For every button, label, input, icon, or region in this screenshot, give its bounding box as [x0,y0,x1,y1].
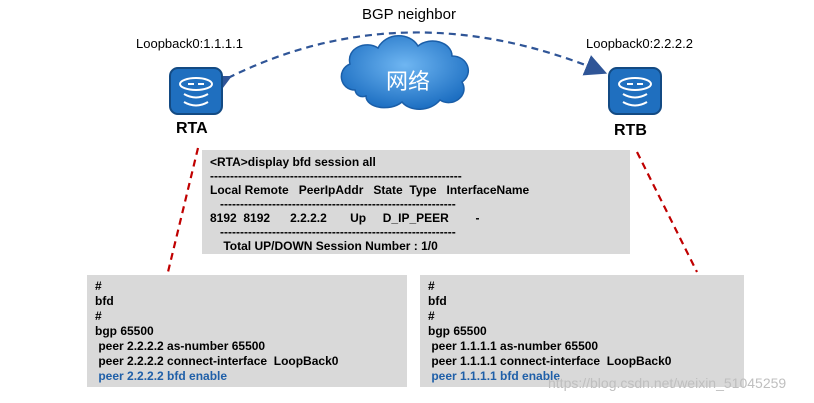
config-line: bgp 65500 [428,324,487,338]
config-line: peer 2.2.2.2 connect-interface LoopBack0 [95,354,339,368]
rtb-loopback-label: Loopback0:2.2.2.2 [586,36,693,51]
config-line: # [428,279,435,293]
display-total: Total UP/DOWN Session Number : 1/0 [210,239,438,253]
config-bfd-enable-line: peer 2.2.2.2 bfd enable [95,369,228,383]
display-rule-1: ----------------------------------------… [210,169,462,183]
display-rule-3: ----------------------------------------… [210,225,456,239]
bgp-neighbor-label: BGP neighbor [362,6,456,23]
rta-red-dash [166,147,200,273]
rtb-red-dash [636,151,698,273]
rtb-label: RTB [614,122,647,139]
config-line: bfd [428,294,447,308]
display-header: Local Remote PeerIpAddr State Type Inter… [210,183,530,197]
watermark: https://blog.csdn.net/weixin_51045259 [548,375,787,391]
router-rta-icon [169,67,223,115]
display-rule-2: ----------------------------------------… [210,197,456,211]
config-line: bgp 65500 [95,324,154,338]
bfd-display-output: <RTA>display bfd session all -----------… [202,150,630,254]
bgp-neighbor-arrow [207,31,608,96]
rta-config-box: # bfd # bgp 65500 peer 2.2.2.2 as-number… [87,275,407,387]
config-line: bfd [95,294,114,308]
config-line: peer 1.1.1.1 as-number 65500 [428,339,599,353]
rta-label: RTA [176,120,208,137]
config-line: peer 1.1.1.1 connect-interface LoopBack0 [428,354,672,368]
router-rtb-icon [608,67,662,115]
display-command: <RTA>display bfd session all [210,155,376,169]
config-line: # [95,309,102,323]
rtb-config-box: # bfd # bgp 65500 peer 1.1.1.1 as-number… [420,275,744,387]
display-row: 8192 8192 2.2.2.2 Up D_IP_PEER - [210,211,480,225]
config-line: peer 2.2.2.2 as-number 65500 [95,339,266,353]
rta-loopback-label: Loopback0:1.1.1.1 [136,36,243,51]
network-label: 网络 [386,69,431,94]
config-line: # [428,309,435,323]
network-cloud [340,35,470,110]
config-line: # [95,279,102,293]
config-bfd-enable-line: peer 1.1.1.1 bfd enable [428,369,561,383]
